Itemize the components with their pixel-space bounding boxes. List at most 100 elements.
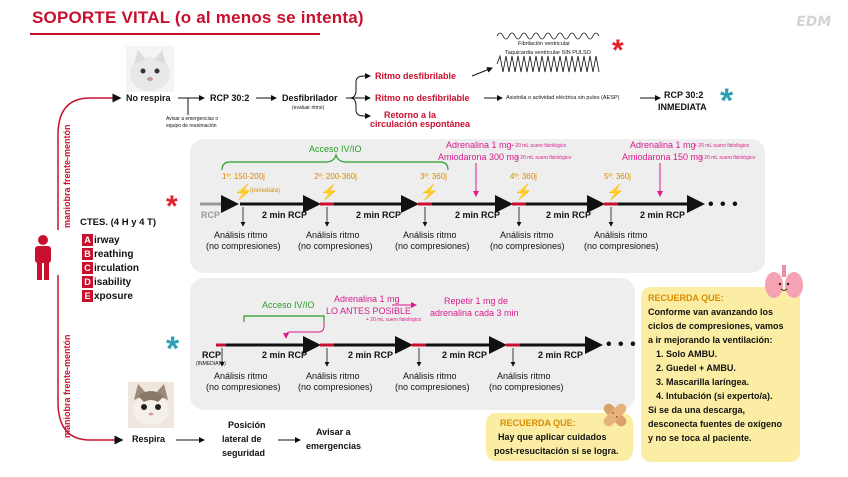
star-icon: * xyxy=(166,190,178,223)
fibrilacion-label: Fibrilación ventricular xyxy=(518,41,570,47)
recuerda-1-title: RECUERDA QUE: xyxy=(500,418,576,428)
acceso-ivio-label-2: Acceso IV/IO xyxy=(262,300,315,310)
amiodarona-150-label: Amiodarona 150 mg xyxy=(622,152,704,162)
spine-down xyxy=(57,275,124,445)
recuerda-2-intro: Conforme van avanzando los xyxy=(648,307,774,317)
asterisk-icon: * xyxy=(720,82,734,120)
rcp302-inmediata-2: INMEDIATA xyxy=(658,102,707,112)
avisar-note-2: equipo de reanimación xyxy=(166,123,217,129)
recuerda-2-item: 4. Intubación (si experto/a). xyxy=(656,391,773,401)
two-min-rcp: 2 min RCP xyxy=(455,210,501,220)
avisar-note-1: Avisar a emergencias o xyxy=(166,116,219,122)
shock-5-label: 5º: 360j xyxy=(604,172,631,181)
recuerda-2-item: 3. Mascarilla laríngea. xyxy=(656,377,750,387)
two-min-rcp: 2 min RCP xyxy=(356,210,402,220)
no-respira-label: No respira xyxy=(126,93,171,103)
retorno-label-2: circulación espontánea xyxy=(370,119,471,129)
recuerda-2-item: 1. Solo AMBU. xyxy=(656,349,718,359)
recuerda-2-outro: Si se da una descarga, xyxy=(648,405,746,415)
repetir-label-1: Repetir 1 mg de xyxy=(444,296,509,306)
adrenalina-antes-2: LO ANTES POSIBLE xyxy=(326,306,412,316)
posicion-lateral-2: lateral de xyxy=(222,434,262,444)
analisis-ritmo: Análisis ritmo xyxy=(500,230,554,240)
two-min-rcp: 2 min RCP xyxy=(640,210,686,220)
rcp-inmediata-sub: (INMEDIATA) xyxy=(196,361,226,367)
amiodarona-150-note: + 20 mL suero fisiológico xyxy=(700,155,756,161)
shock-2-label: 2º: 200-360j xyxy=(314,172,357,181)
adrenalina-antes-note: + 20 mL suero fisiológico xyxy=(366,317,422,323)
star-icon: * xyxy=(612,34,624,67)
continuation-dots: • • • xyxy=(606,336,637,353)
shockable-panel xyxy=(190,139,765,273)
no-compresiones: (no compresiones) xyxy=(206,241,281,251)
recuerda-1-line: post-resucitación si se logra. xyxy=(494,446,619,456)
no-compresiones: (no compresiones) xyxy=(395,241,470,251)
no-compresiones: (no compresiones) xyxy=(298,241,373,251)
cat-icon xyxy=(128,382,174,428)
avisar-emergencias-2: emergencias xyxy=(306,441,362,451)
posicion-lateral-3: seguridad xyxy=(222,448,266,458)
no-compresiones: (no compresiones) xyxy=(489,382,564,392)
recuerda-2-intro: a ir mejorando la ventilación: xyxy=(648,335,773,345)
no-compresiones: (no compresiones) xyxy=(298,382,373,392)
vt-wave xyxy=(496,54,600,73)
two-min-rcp: 2 min RCP xyxy=(538,350,584,360)
ctes-label: CTES. (4 H y 4 T) xyxy=(80,217,157,228)
aesp-label: Asistolia o actividad eléctrica sin puls… xyxy=(506,95,620,101)
repetir-label-2: adrenalina cada 3 min xyxy=(430,308,519,318)
vf-wave xyxy=(496,32,600,40)
adrenalina-antes-1: Adrenalina 1 mg xyxy=(334,294,400,304)
rcp302-label: RCP 30:2 xyxy=(210,93,250,103)
avisar-emergencias-1: Avisar a xyxy=(316,427,351,437)
lightning-icon: ⚡ xyxy=(320,184,339,201)
respira-label: Respira xyxy=(132,434,166,444)
analisis-ritmo: Análisis ritmo xyxy=(214,230,268,240)
recuerda-2-intro: ciclos de compresiones, vamos xyxy=(648,321,784,331)
two-min-rcp: 2 min RCP xyxy=(262,210,308,220)
bandage-icon xyxy=(603,403,627,427)
lightning-icon: ⚡ xyxy=(606,184,625,201)
adrenalina-1-note: + 20 mL suero fisiológico xyxy=(511,143,567,149)
no-compresiones: (no compresiones) xyxy=(395,382,470,392)
maniobra-label-bottom: maniobra frente-mentón xyxy=(62,334,72,438)
shock-1-label: 1º: 150-200j xyxy=(222,172,265,181)
shock-4-label: 4º: 360j xyxy=(510,172,537,181)
no-compresiones: (no compresiones) xyxy=(206,382,281,392)
cat-icon xyxy=(126,46,174,92)
lightning-icon: ⚡ xyxy=(514,184,533,201)
rcp-inmediata-label: RCP xyxy=(202,350,222,360)
two-min-rcp: 2 min RCP xyxy=(262,350,308,360)
rcp302-inmediata-1: RCP 30:2 xyxy=(664,90,704,100)
evaluar-ritmo-note: (evaluar ritmo) xyxy=(292,105,325,111)
title-underline xyxy=(30,33,320,35)
posicion-lateral-1: Posición xyxy=(228,420,266,430)
adrenalina-2-label: Adrenalina 1 mg xyxy=(630,140,696,150)
maniobra-label-top: maniobra frente-mentón xyxy=(62,124,72,228)
taquicardia-label: Taquicardia ventricular SIN PULSO xyxy=(505,50,591,56)
shock-3-label: 3º: 360j xyxy=(420,172,447,181)
ritmo-desfibrilable: Ritmo desfibrilable xyxy=(375,71,457,81)
analisis-ritmo: Análisis ritmo xyxy=(214,371,268,381)
spine-up xyxy=(57,93,122,230)
recuerda-2-outro: desconecta fuentes de oxígeno xyxy=(648,419,783,429)
acceso-brace xyxy=(221,152,449,171)
retorno-label-1: Retorno a la xyxy=(384,110,437,120)
lungs-icon xyxy=(765,265,803,298)
inmediata-note: (inmediata) xyxy=(250,188,281,194)
two-min-rcp: 2 min RCP xyxy=(442,350,488,360)
two-min-rcp: 2 min RCP xyxy=(348,350,394,360)
continuation-dots: • • • xyxy=(708,196,739,213)
amiodarona-300-note: + 20 mL suero fisiológico xyxy=(516,155,572,161)
analisis-ritmo: Análisis ritmo xyxy=(497,371,551,381)
no-compresiones: (no compresiones) xyxy=(490,241,565,251)
person-icon xyxy=(35,235,51,280)
recuerda-2-outro: y no se toca al paciente. xyxy=(648,433,752,443)
recuerda-2-item: 2. Guedel + AMBU. xyxy=(656,363,736,373)
lightning-icon: ⚡ xyxy=(234,184,253,201)
